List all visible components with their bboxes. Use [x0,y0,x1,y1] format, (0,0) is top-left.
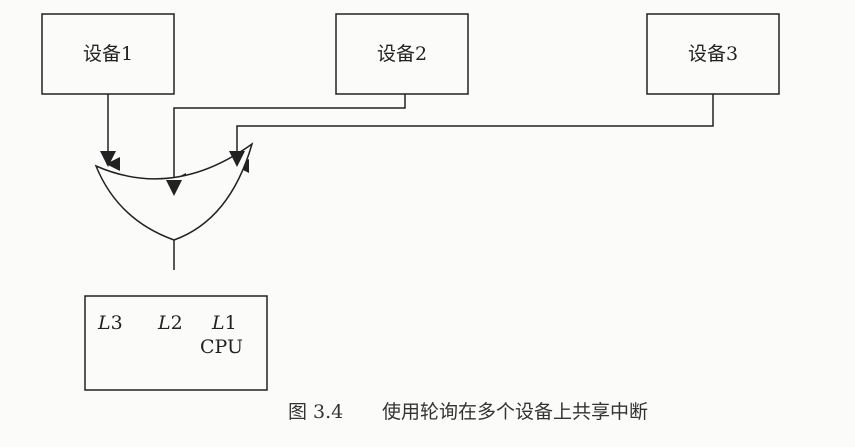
device-1-label: 设备1 [83,43,133,65]
device-2-box: 设备2 [335,13,469,95]
device-1-box: 设备1 [41,13,175,95]
device-2-line [172,94,406,187]
or-gate-arrowheads [100,151,245,196]
figure-caption: 使用轮询在多个设备上共享中断 [382,401,648,423]
cpu-line-l1: L1 [211,312,237,334]
figure-number: 图 3.4 [288,401,343,423]
device-2-label: 设备2 [377,43,427,65]
cpu-box: L3 L2 L1 CPU [84,295,268,391]
device-3-box: 设备3 [646,13,780,95]
cpu-label: CPU [200,336,243,358]
device-3-label: 设备3 [688,43,738,65]
device-3-line [235,94,714,173]
cpu-line-l3: L3 [97,312,123,334]
cpu-line-l2: L2 [157,312,183,334]
